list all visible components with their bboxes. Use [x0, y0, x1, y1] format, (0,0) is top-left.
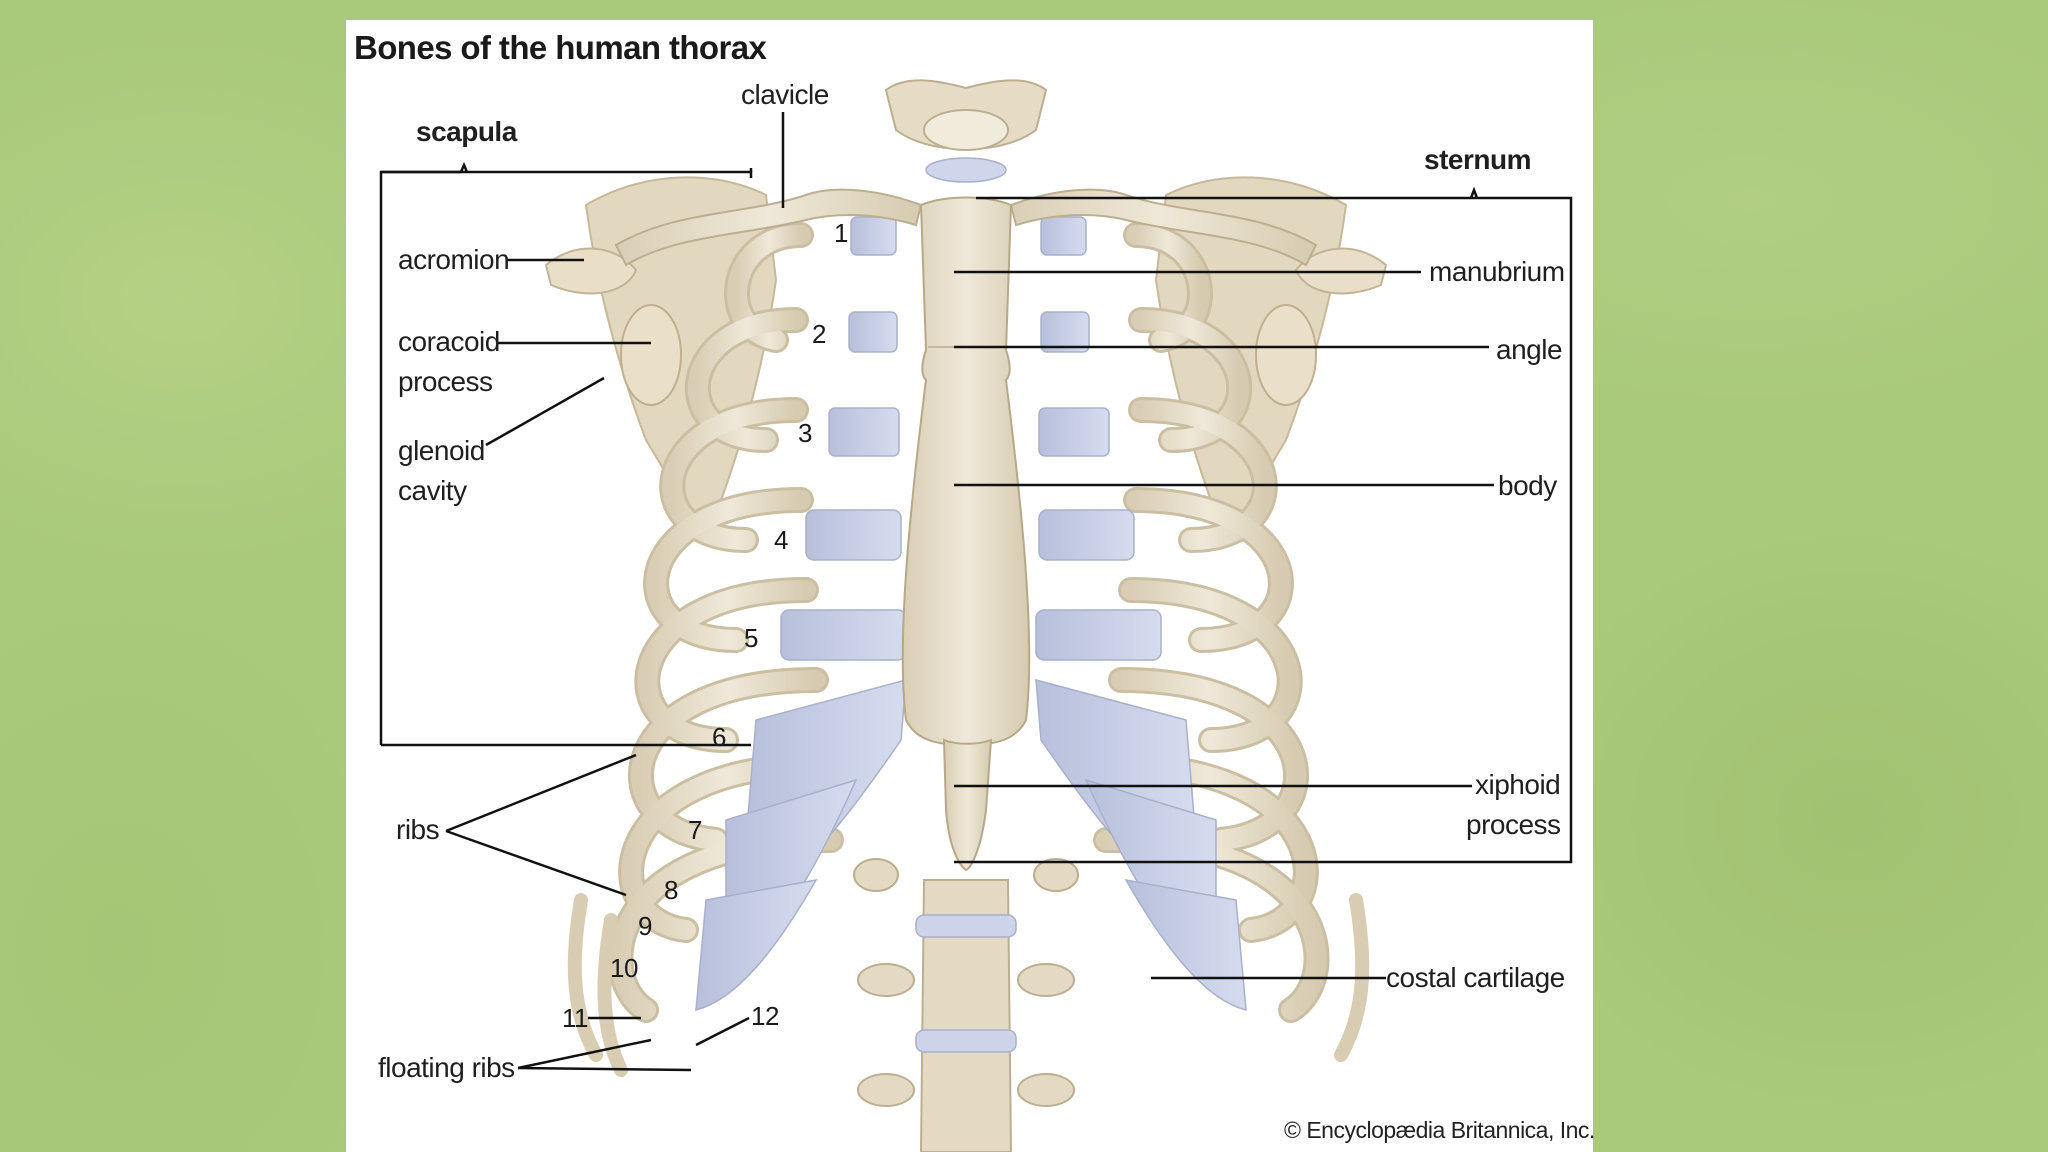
- label-floating-ribs: floating ribs: [378, 1052, 515, 1083]
- rib-number: 5: [744, 623, 758, 653]
- label-sternum: sternum: [1424, 144, 1531, 175]
- leader-lines: [379, 112, 1573, 1072]
- thoracic-spine: [853, 858, 1079, 1152]
- label-angle: angle: [1496, 334, 1563, 365]
- label-scapula: scapula: [416, 116, 517, 147]
- xiphoid-shape: [942, 738, 993, 872]
- label-clavicle: clavicle: [741, 79, 829, 110]
- rib-number: 12: [751, 1001, 779, 1031]
- left-glenoid: [620, 304, 682, 406]
- rib-number: 10: [610, 953, 638, 983]
- rib-number: 11: [562, 1003, 589, 1033]
- label-xiphoid-line1: xiphoid: [1475, 769, 1561, 800]
- diagram-title: Bones of the human thorax: [354, 29, 767, 66]
- right-clavicle: [1009, 188, 1318, 267]
- costal-cartilages: [695, 216, 1247, 1011]
- label-costal-cartilage: costal cartilage: [1386, 962, 1565, 993]
- label-body: body: [1498, 470, 1557, 501]
- copyright-notice: © Encyclopædia Britannica, Inc.: [1284, 1117, 1595, 1143]
- ribs-group: [567, 222, 1370, 1077]
- sternum-shape: [901, 196, 1031, 747]
- label-acromion: acromion: [398, 244, 510, 275]
- label-manubrium: manubrium: [1429, 256, 1565, 287]
- label-glenoid-line2: cavity: [398, 475, 467, 506]
- rib-number: 4: [774, 525, 788, 555]
- rib-number: 7: [688, 815, 702, 845]
- label-coracoid-line2: process: [398, 366, 493, 397]
- rib-number: 3: [798, 418, 812, 448]
- rib-number: 1: [834, 218, 848, 248]
- diagram-panel: Bones of the human thorax clavicle scapu…: [346, 20, 1595, 1152]
- right-glenoid: [1255, 304, 1317, 406]
- left-clavicle: [614, 188, 923, 267]
- thorax-illustration: [379, 79, 1573, 1152]
- rib-number: 9: [638, 911, 652, 941]
- sternum-bracket: [954, 196, 1573, 864]
- rib-number: 8: [664, 875, 678, 905]
- label-coracoid-line1: coracoid: [398, 326, 500, 357]
- label-glenoid-line1: glenoid: [398, 435, 485, 466]
- label-xiphoid-line2: process: [1466, 809, 1561, 840]
- label-ribs: ribs: [396, 814, 440, 845]
- scapula-bracket: [379, 170, 753, 745]
- rib-number: 6: [712, 722, 726, 752]
- rib-number: 2: [812, 319, 826, 349]
